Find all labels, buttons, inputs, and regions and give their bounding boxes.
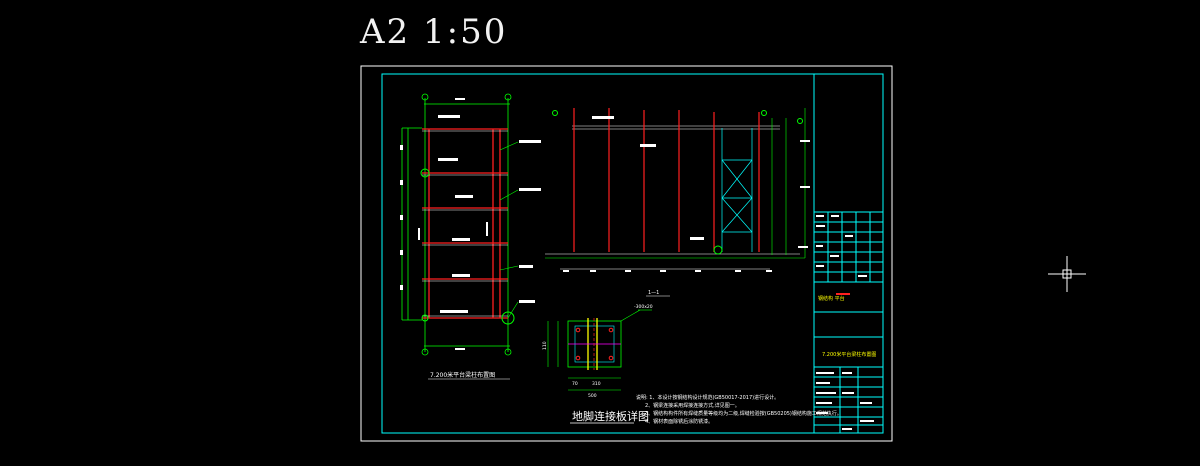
title-block — [813, 211, 884, 434]
elevation-columns — [573, 108, 760, 252]
title-block-drawing-name: 7.200米平台梁柱布置图 — [822, 351, 876, 358]
notes: 说明: 1、本设计按钢结构设计规范(GB50017-2017)进行设计。 2、钢… — [636, 394, 842, 425]
note-line-1: 说明: 1、本设计按钢结构设计规范(GB50017-2017)进行设计。 — [636, 394, 779, 401]
elevation-top-beam — [545, 125, 800, 270]
plan-dimension-ticks — [400, 98, 465, 350]
elevation-label-marks — [563, 116, 810, 272]
note-line-2: 2、钢梁连接采用焊接连接方式,详见图一。 — [645, 402, 740, 409]
plan-beam-edges — [422, 130, 508, 317]
elevation-right-dimension — [545, 108, 806, 259]
plan-beams — [422, 128, 508, 319]
detail-dim-side: 110 — [542, 341, 548, 350]
plan-columns — [420, 168, 515, 325]
note-line-3: 3、钢结构构件所有焊缝质量等级均为二级,焊缝检验按(GB50205)钢结构施工规… — [645, 410, 842, 417]
section-mark: 1—1 — [648, 290, 659, 296]
detail-dim-edge: 70 — [572, 381, 578, 387]
elevation-bracing — [721, 128, 753, 252]
anchor-detail — [547, 309, 652, 391]
title-block-red-mark — [836, 293, 850, 295]
plan-leaders — [499, 141, 519, 319]
detail-dim-total: 500 — [588, 393, 597, 399]
elevation-markers — [552, 110, 803, 255]
drawing-scale-title: A2 1:50 — [360, 12, 508, 52]
plan-grid-lines — [401, 98, 510, 352]
plan-caption: 7.200米平台梁柱布置图 — [430, 371, 495, 379]
detail-title: 地脚连接板详图 — [572, 409, 649, 423]
plan-beam-labels — [418, 115, 541, 313]
detail-dim-plate: -300x20 — [634, 304, 653, 310]
title-block-text-marks — [816, 215, 874, 430]
detail-dim-inner: 310 — [592, 381, 601, 387]
crosshair-cursor-icon — [1048, 256, 1086, 292]
note-line-4: 4、钢材表面除锈后涂防锈漆。 — [645, 418, 713, 425]
title-block-project: 钢结构 平台 — [818, 295, 845, 302]
plan-grid-bubbles — [421, 93, 512, 356]
sheet-outer-frame — [360, 65, 893, 442]
